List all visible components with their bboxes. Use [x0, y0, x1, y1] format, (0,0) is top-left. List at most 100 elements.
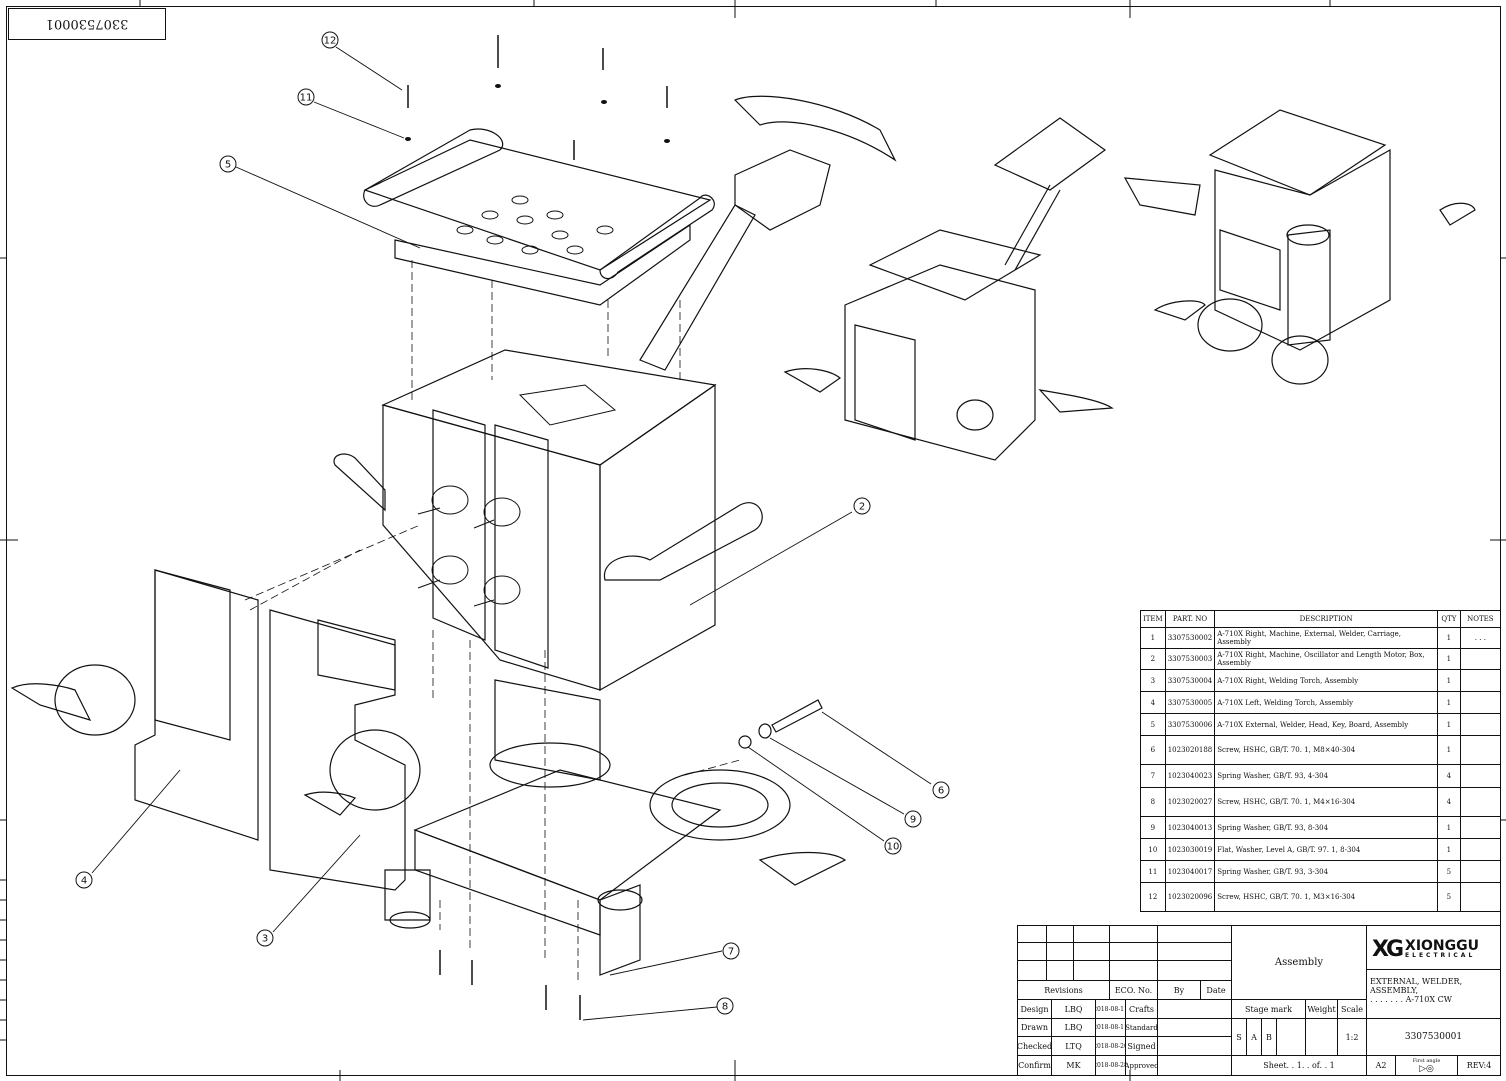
- crafts-label: Crafts: [1125, 999, 1158, 1019]
- bom-qty: 1: [1436, 838, 1461, 861]
- confirm-label: Confirm: [1017, 1055, 1052, 1076]
- callout-5: 5: [225, 160, 231, 171]
- stage-mark-label: Stage mark: [1231, 999, 1306, 1019]
- stage-empty: [1276, 1018, 1306, 1056]
- bom-description: Screw, HSHC, GB/T. 70. 1, M8×40-304: [1214, 735, 1438, 765]
- callout-3: 3: [262, 934, 268, 945]
- design-by: LBQ: [1051, 999, 1096, 1019]
- checked-label: Checked: [1017, 1036, 1052, 1056]
- rev-grid-cell: [1157, 925, 1232, 943]
- date-label: Date: [1200, 980, 1232, 1000]
- bom-part-no: 3307530005: [1164, 691, 1216, 714]
- bom-qty: 5: [1436, 860, 1461, 883]
- drawn-date: 2018-08-11: [1095, 1018, 1126, 1037]
- callout-4: 4: [81, 876, 87, 887]
- design-label: Design: [1017, 999, 1052, 1019]
- crafts-value: [1157, 999, 1232, 1019]
- callout-numbers: 12 11 5 2 3 4 6 9 10 7 8: [81, 36, 944, 1013]
- bom-header-row: ITEM PART. NO DESCRIPTION QTY NOTES: [1140, 610, 1502, 628]
- drawn-label: Drawn: [1017, 1018, 1052, 1037]
- by-label: By: [1157, 980, 1201, 1000]
- bom-part-no: 3307530002: [1164, 627, 1216, 649]
- callout-2: 2: [859, 502, 865, 513]
- scale-label: Scale: [1337, 999, 1367, 1019]
- bom-item: 8: [1140, 787, 1166, 817]
- bom-description: A-710X Right, Machine, External, Welder,…: [1214, 627, 1438, 649]
- callout-balloon-9: [904, 810, 922, 828]
- rev-grid-cell: [1073, 960, 1110, 981]
- bom-description: A-710X Right, Welding Torch, Assembly: [1214, 669, 1438, 692]
- bom-description: Screw, HSHC, GB/T. 70. 1, M3×16-304: [1214, 882, 1438, 912]
- stage-a: A: [1246, 1018, 1262, 1056]
- head-keyboard-part: [363, 35, 715, 400]
- signed-label: Signed: [1125, 1036, 1158, 1056]
- drawing-number: 3307530001: [1366, 1018, 1501, 1056]
- drawing-title-line2: . . . . . . . A-710X CW: [1370, 994, 1452, 1004]
- bom-notes: [1459, 735, 1502, 765]
- bom-description: Spring Washer, GB/T. 93, 3-304: [1214, 860, 1438, 883]
- base-carriage-part: [389, 630, 847, 1020]
- company-name: XIONGGU: [1405, 938, 1480, 954]
- bom-notes: [1459, 787, 1502, 817]
- company-logo: XG XIONGGU ELECTRICAL: [1372, 934, 1496, 964]
- bom-description: A-710X Left, Welding Torch, Assembly: [1214, 691, 1438, 714]
- bom-part-no: 1023040017: [1164, 860, 1216, 883]
- confirm-by: MK: [1051, 1055, 1096, 1076]
- rev-grid-cell: [1109, 925, 1158, 943]
- callout-balloon-8: [716, 997, 734, 1015]
- bom-qty: 1: [1436, 816, 1461, 839]
- bom-item: 12: [1140, 882, 1166, 912]
- confirm-date: 2018-08-28: [1095, 1055, 1126, 1076]
- bom-qty: 4: [1436, 764, 1461, 788]
- scale-value: 1:2: [1337, 1018, 1367, 1056]
- iso-view-back: [1123, 109, 1476, 385]
- drawn-by: LBQ: [1051, 1018, 1096, 1037]
- bom-qty: 1: [1436, 735, 1461, 765]
- bom-notes: . . .: [1459, 627, 1502, 649]
- callout-balloon-10: [884, 837, 902, 855]
- bom-notes: [1459, 860, 1502, 883]
- callout-10: 10: [887, 842, 900, 853]
- sheet-info: Sheet. . 1. . of. . 1: [1231, 1055, 1367, 1076]
- iso-view-front: [783, 117, 1114, 461]
- bom-description: Spring Washer, GB/T. 93, 8-304: [1214, 816, 1438, 839]
- bom-qty: 5: [1436, 882, 1461, 912]
- bom-part-no: 3307530006: [1164, 713, 1216, 736]
- bom-part-no: 1023040013: [1164, 816, 1216, 839]
- bom-item: 1: [1140, 627, 1166, 649]
- bom-notes: [1459, 838, 1502, 861]
- company-subtitle: ELECTRICAL: [1405, 952, 1476, 959]
- bom-notes: [1459, 648, 1502, 670]
- bom-notes: [1459, 691, 1502, 714]
- bom-part-no: 3307530003: [1164, 648, 1216, 670]
- callout-balloons: [75, 31, 950, 1015]
- rev-grid-cell: [1046, 960, 1074, 981]
- rev-grid-cell: [1046, 925, 1074, 943]
- rev-grid-cell: [1109, 960, 1158, 981]
- rev-grid-cell: [1017, 960, 1047, 981]
- callout-6: 6: [938, 786, 944, 797]
- bom-item: 10: [1140, 838, 1166, 861]
- bom-item: 11: [1140, 860, 1166, 883]
- drawing-title-line1: EXTERNAL, WELDER, ASSEMBLY,: [1370, 977, 1463, 995]
- callout-balloon-11: [297, 88, 315, 106]
- drawing-title: EXTERNAL, WELDER, ASSEMBLY, . . . . . . …: [1366, 969, 1501, 1019]
- callout-balloon-2: [853, 497, 871, 515]
- bom-part-no: 3307530004: [1164, 669, 1216, 692]
- paper-size: A2: [1366, 1055, 1396, 1076]
- callout-balloon-5: [219, 155, 237, 173]
- bom-item: 2: [1140, 648, 1166, 670]
- callout-7: 7: [728, 947, 734, 958]
